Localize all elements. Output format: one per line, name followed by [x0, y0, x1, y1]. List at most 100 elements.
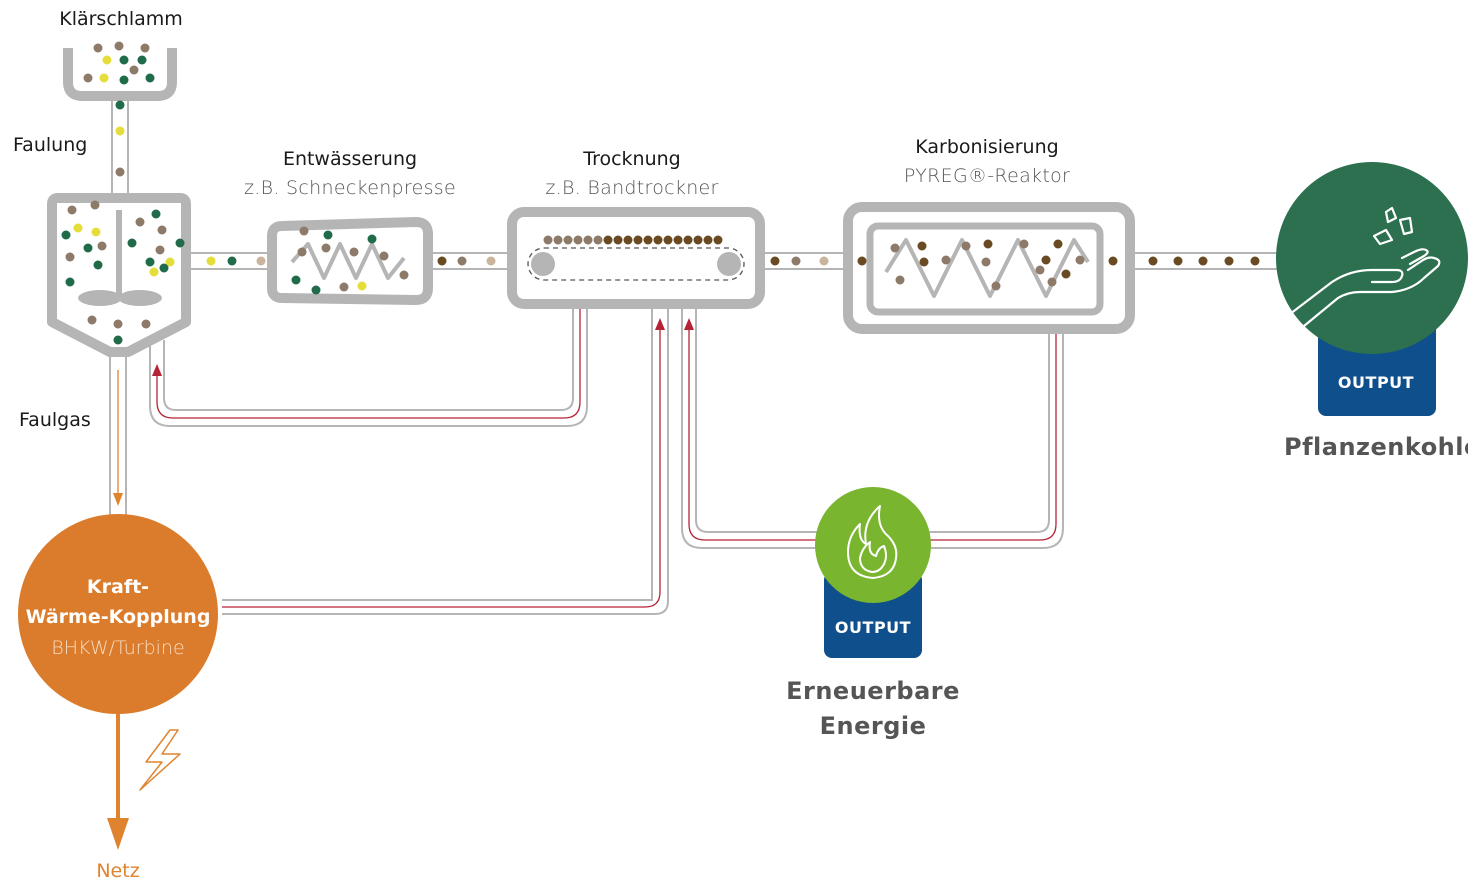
screw-conveyor-icon [290, 242, 406, 280]
particle [114, 41, 124, 51]
particle [67, 205, 77, 215]
stirrer-icon [78, 210, 162, 306]
particle [917, 241, 927, 251]
particle [770, 256, 780, 266]
particle [137, 55, 147, 65]
particle [663, 235, 673, 245]
netz-label: Netz [96, 860, 140, 882]
particle [593, 235, 603, 245]
particle [399, 270, 409, 280]
particle [961, 241, 971, 251]
particle [683, 235, 693, 245]
particle [890, 243, 900, 253]
particle [119, 55, 129, 65]
particle [791, 256, 801, 266]
particle [919, 257, 929, 267]
particle [693, 235, 703, 245]
particle [115, 167, 125, 177]
particle [1035, 265, 1045, 275]
biochar-output-badge: OUTPUT [1337, 373, 1415, 392]
particle [83, 243, 93, 253]
particle [339, 282, 349, 292]
particle [357, 281, 367, 291]
particle [653, 235, 663, 245]
kwk-line2: Wärme-Kopplung [25, 606, 211, 629]
particle [1047, 277, 1057, 287]
particle [256, 256, 266, 266]
entwaesserung-sublabel: z.B. Schneckenpresse [244, 177, 456, 199]
lightning-icon [139, 729, 181, 791]
particle [457, 256, 467, 266]
particle [673, 235, 683, 245]
particle [155, 245, 165, 255]
particle [1075, 255, 1085, 265]
particle [135, 217, 145, 227]
pyreg-reactor [843, 202, 1135, 334]
particle [299, 226, 309, 236]
particle [857, 256, 867, 266]
screw-conveyor-icon [884, 238, 1090, 298]
particle [151, 209, 161, 219]
particle [99, 73, 109, 83]
particle [486, 256, 496, 266]
sludge-particles [61, 41, 1260, 345]
particle [91, 227, 101, 237]
particle [206, 256, 216, 266]
particle [321, 243, 331, 253]
kwk-sublabel: BHKW/Turbine [51, 636, 185, 659]
trocknung-label: Trocknung [583, 148, 681, 170]
energie-label-line1: Erneuerbare [786, 677, 960, 705]
chp-unit [18, 514, 218, 714]
entwaesserung-label: Entwässerung [282, 148, 418, 170]
particle [1041, 255, 1051, 265]
particle [129, 65, 139, 75]
particle [90, 200, 100, 210]
particle [1198, 256, 1208, 266]
particle [102, 55, 112, 65]
particle [991, 281, 1001, 291]
particle [97, 241, 107, 251]
particle [115, 100, 125, 110]
particle [543, 235, 553, 245]
particle [613, 235, 623, 245]
klaerschlamm-label: Klärschlamm [59, 8, 183, 30]
particle [127, 238, 137, 248]
particle [563, 235, 573, 245]
particle [141, 319, 151, 329]
particle [93, 260, 103, 270]
hand-with-biochar-icon [1288, 206, 1441, 328]
particle [227, 256, 237, 266]
particle [175, 238, 185, 248]
pflanzenkohle-label: Pflanzenkohle [1284, 433, 1468, 461]
kwk-line1: Kraft- [86, 576, 150, 598]
faulung-label: Faulung [13, 134, 88, 156]
particle [1173, 256, 1183, 266]
particle [297, 247, 307, 257]
particle [895, 275, 905, 285]
kwk-label: Kraft- Wärme-Kopplung BHKW/Turbine [26, 572, 211, 663]
particle [1250, 256, 1260, 266]
particle [981, 257, 991, 267]
particle [437, 256, 447, 266]
grid-arrow [107, 714, 129, 850]
particle [145, 257, 155, 267]
particle [311, 285, 321, 295]
flame-icon [847, 505, 898, 579]
particle [61, 230, 71, 240]
particle [983, 239, 993, 249]
particle [1053, 239, 1063, 249]
particle [119, 75, 129, 85]
particle [83, 73, 93, 83]
particle [643, 235, 653, 245]
particle [93, 43, 103, 53]
energy-output-badge: OUTPUT [834, 618, 912, 637]
particle [115, 126, 125, 136]
faulgas-label: Faulgas [19, 409, 91, 431]
biochar-output [1276, 162, 1468, 416]
particle [1061, 269, 1071, 279]
particle [323, 230, 333, 240]
particle [349, 247, 359, 257]
particle [65, 277, 75, 287]
dewatering-press [267, 217, 433, 305]
